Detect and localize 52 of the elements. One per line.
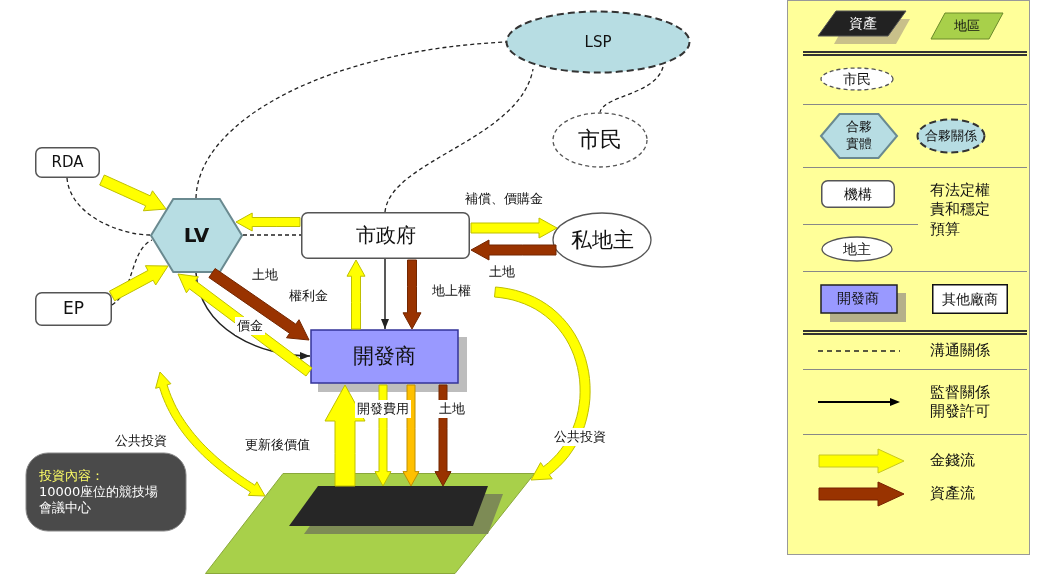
block-arrow — [470, 217, 558, 239]
edge-label: 土地 — [250, 266, 280, 284]
edge-label: 更新後價值 — [243, 436, 312, 454]
dashed-ellipse: LSP — [505, 10, 691, 74]
edge-label: 權利金 — [287, 287, 330, 305]
dashed-connector — [66, 177, 151, 236]
block-arrow — [470, 239, 557, 261]
legend-parallelogram: 地區 — [930, 12, 1004, 40]
block-arrow — [402, 259, 422, 330]
edge-label: 開發費用 — [355, 400, 411, 418]
block-arrow — [99, 174, 167, 212]
rounded-box: RDA — [35, 147, 100, 178]
legend-parallelogram: 資產 — [818, 10, 910, 44]
land-parallelogram — [205, 473, 535, 574]
block-arrow — [155, 371, 266, 497]
legend-ellipse: 市民 — [820, 67, 894, 91]
dashed-connector — [599, 66, 664, 113]
ellipse: 私地主 — [552, 212, 652, 268]
block-arrow — [235, 212, 301, 232]
block-arrow — [346, 259, 366, 330]
dashed-ellipse: 市民 — [552, 112, 648, 168]
edge-label: 公共投資 — [552, 428, 608, 446]
legend-hexagon: 合夥實體 — [820, 113, 898, 159]
block-arrow — [494, 286, 591, 481]
rounded-box: EP — [35, 292, 112, 326]
asset-parallelogram — [289, 486, 503, 534]
hexagon: LV — [150, 198, 243, 273]
edge-label: 地上權 — [430, 282, 473, 300]
legend-box: 其他廠商 — [932, 284, 1008, 314]
dashed-connector — [111, 239, 153, 306]
legend-box: 機構 — [821, 180, 895, 208]
block-arrow — [402, 384, 420, 487]
block-arrow — [208, 268, 310, 341]
dashed-connector — [242, 234, 302, 236]
dashed-connector — [195, 41, 507, 199]
block-arrow — [374, 384, 392, 487]
legend-text: 有法定權責和穩定預算 — [930, 179, 991, 240]
edge-label: 補償、價購金 — [463, 190, 545, 208]
legend-line: 溝通關係 — [818, 340, 1008, 362]
block-arrow — [434, 384, 452, 487]
edge-label: 土地 — [487, 263, 517, 281]
rounded-box: 市政府 — [301, 212, 470, 259]
legend-ellipse: 地主 — [821, 236, 893, 262]
block-arrow — [324, 384, 366, 487]
legend-ellipse: 合夥關係 — [916, 118, 986, 154]
block-arrow — [108, 265, 169, 302]
edge-label: 公共投資 — [113, 432, 169, 450]
edge-label: 土地 — [437, 400, 467, 418]
edge-label: 價金 — [235, 317, 265, 335]
arrow — [381, 258, 389, 330]
dashed-connector — [384, 68, 534, 213]
note-box: 投資內容： 10000座位的競技場會議中心 — [25, 452, 187, 532]
